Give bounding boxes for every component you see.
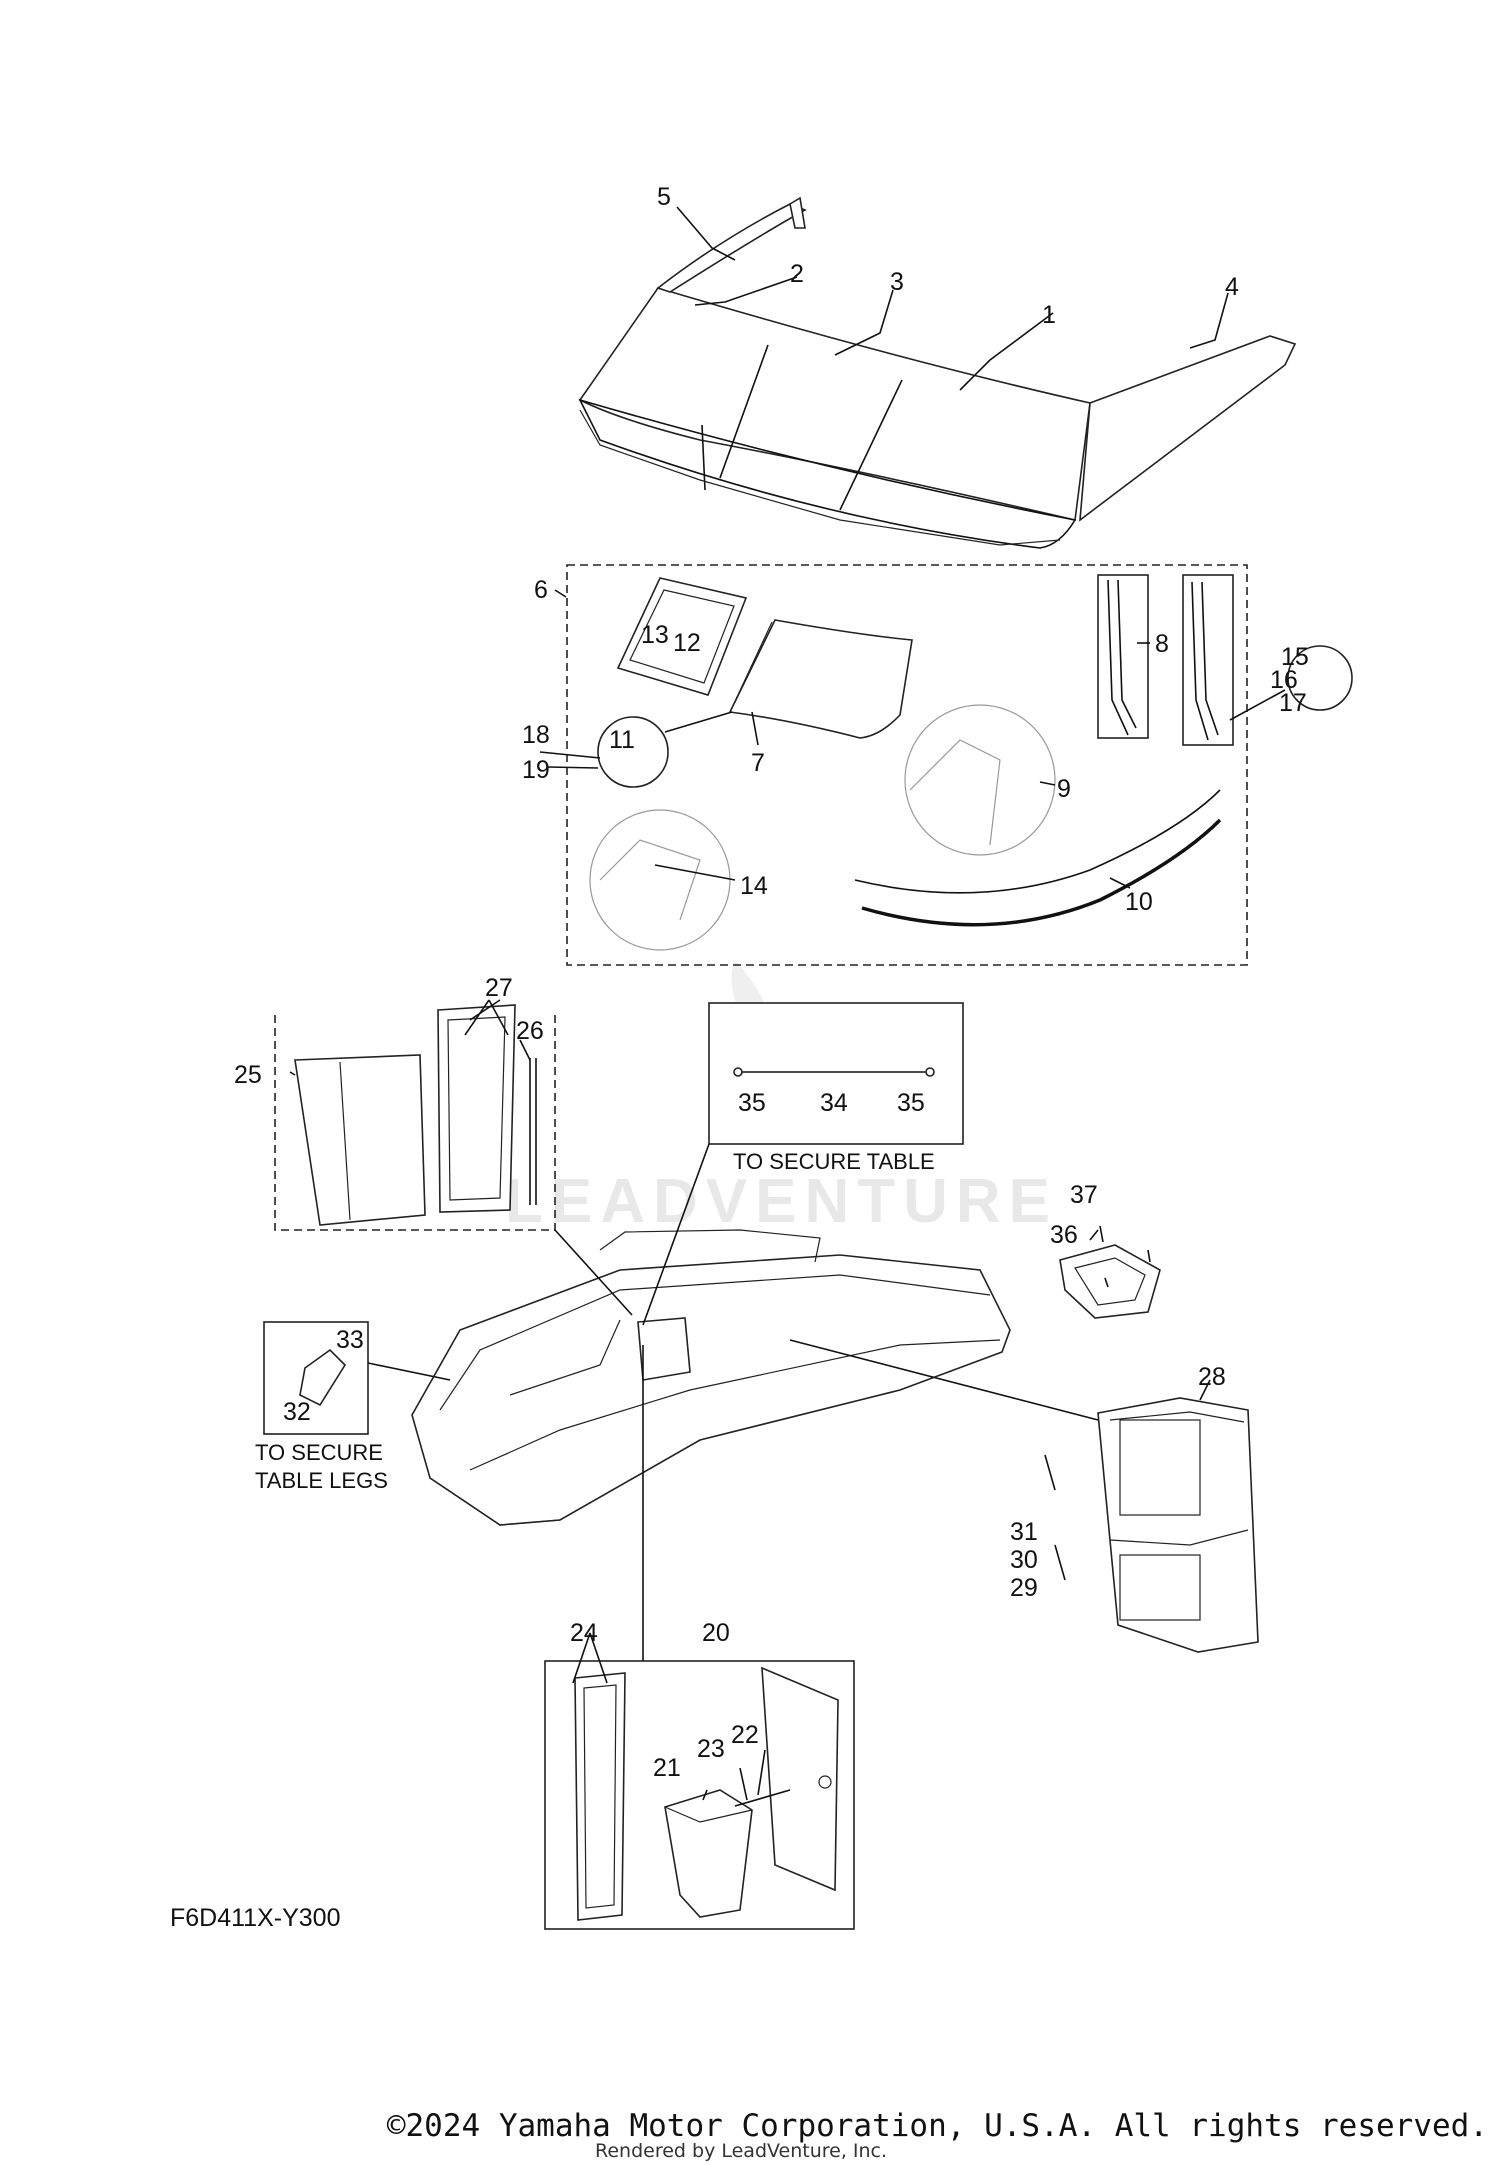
- part-label-25: 25: [234, 1061, 262, 1089]
- cup-holder: [1059, 1225, 1161, 1319]
- part-label-2: 2: [790, 260, 804, 288]
- part-label-14: 14: [740, 872, 768, 900]
- part-label-19: 19: [522, 756, 550, 784]
- part-label-35-left: 35: [738, 1089, 766, 1117]
- part-label-21: 21: [653, 1754, 681, 1782]
- part-label-6: 6: [534, 576, 548, 604]
- diagram-code: F6D411X-Y300: [170, 1904, 340, 1932]
- secure-legs-box: [263, 1321, 369, 1435]
- part-label-35-right: 35: [897, 1089, 925, 1117]
- hatch-group: [274, 1004, 556, 1231]
- part-label-33: 33: [336, 1326, 364, 1354]
- leader-lines: [289, 206, 1286, 1801]
- captions: TO SECURE TABLE TO SECURE TABLE LEGS F6D…: [170, 1149, 935, 1932]
- part-label-30: 30: [1010, 1546, 1038, 1574]
- boat-hull: [411, 1229, 1011, 1526]
- part-label-28: 28: [1198, 1363, 1226, 1391]
- part-label-10: 10: [1125, 888, 1153, 916]
- part-label-31: 31: [1010, 1518, 1038, 1546]
- part-label-29: 29: [1010, 1574, 1038, 1602]
- bimini-top: [578, 196, 1297, 549]
- part-label-5: 5: [657, 183, 671, 211]
- part-label-15: 15: [1281, 643, 1309, 671]
- part-label-26: 26: [516, 1017, 544, 1045]
- part-label-9: 9: [1057, 775, 1071, 803]
- part-label-12: 12: [673, 629, 701, 657]
- windshield-kit-group: [566, 564, 1353, 966]
- part-label-3: 3: [890, 268, 904, 296]
- part-label-24: 24: [570, 1619, 598, 1647]
- caption-secure-table: TO SECURE TABLE: [733, 1149, 935, 1174]
- part-label-27: 27: [485, 974, 513, 1002]
- part-label-11: 11: [609, 726, 635, 754]
- part-label-16: 16: [1270, 666, 1298, 694]
- storage-box: [544, 1660, 855, 1930]
- rendered-by-text: Rendered by LeadVenture, Inc.: [595, 2140, 888, 2162]
- part-label-1: 1: [1042, 301, 1056, 329]
- part-label-13: 13: [641, 621, 669, 649]
- part-label-8: 8: [1155, 630, 1169, 658]
- caption-secure-legs-line2: TABLE LEGS: [255, 1468, 388, 1493]
- part-labels: 5 2 3 1 4 6 7 8 9 10 11 12 13 14 15 16 1…: [234, 183, 1309, 1782]
- part-label-17: 17: [1279, 689, 1307, 717]
- part-label-36: 36: [1050, 1221, 1078, 1249]
- part-label-7: 7: [751, 749, 765, 777]
- part-label-20: 20: [702, 1619, 730, 1647]
- watermark-text: LEADVENTURE: [505, 1167, 1058, 1236]
- secure-table-box: [708, 1002, 964, 1145]
- copyright-notice: ©2024 Yamaha Motor Corporation, U.S.A. A…: [386, 2108, 1488, 2144]
- part-label-18: 18: [522, 721, 550, 749]
- part-label-34: 34: [820, 1089, 848, 1117]
- part-label-32: 32: [283, 1398, 311, 1426]
- part-label-4: 4: [1225, 273, 1239, 301]
- caption-secure-legs-line1: TO SECURE: [255, 1440, 383, 1465]
- part-label-22: 22: [731, 1721, 759, 1749]
- part-label-23: 23: [697, 1735, 725, 1763]
- cooler: [1044, 1397, 1259, 1653]
- part-label-37: 37: [1070, 1181, 1098, 1209]
